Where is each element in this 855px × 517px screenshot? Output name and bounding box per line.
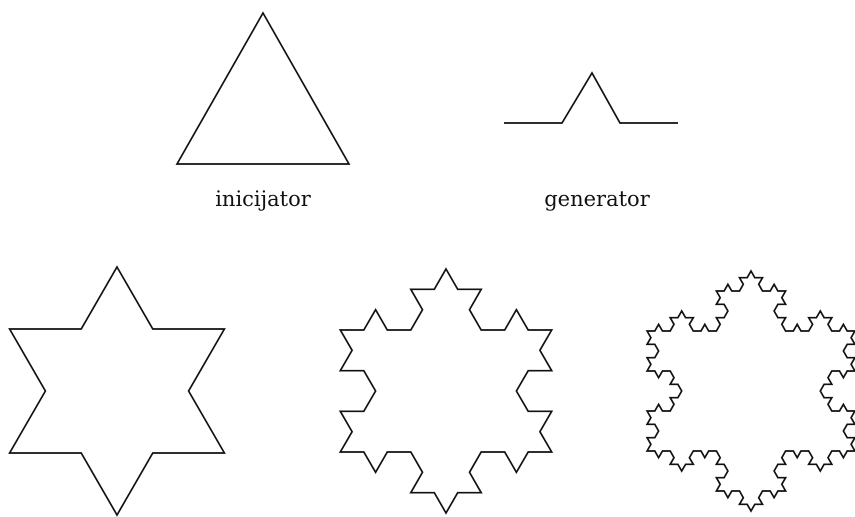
initiator-triangle	[175, 11, 351, 165]
koch-iteration-2-snowflake	[338, 267, 554, 515]
koch-iteration-3-snowflake	[645, 269, 855, 513]
generator-shape	[504, 71, 678, 124]
initiator-label: inicijator	[215, 187, 312, 211]
koch-iteration-1-star	[8, 265, 226, 517]
generator-label: generator	[544, 187, 650, 211]
